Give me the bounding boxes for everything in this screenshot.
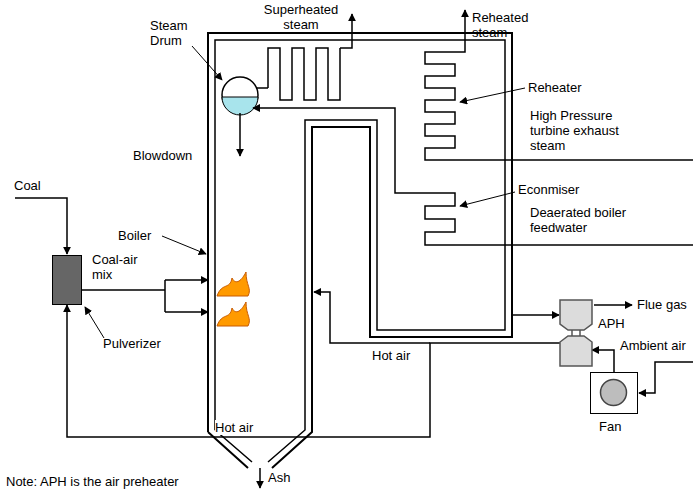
part-label: Econmiser bbox=[518, 182, 598, 197]
superheated-steam-outlet bbox=[340, 14, 352, 48]
part-label: Steam Drum bbox=[150, 18, 205, 48]
flame bbox=[217, 302, 249, 326]
coal-feed bbox=[15, 198, 67, 254]
node-label: APH bbox=[598, 316, 625, 331]
pulverizer-box: Pulverizer bbox=[52, 255, 82, 305]
flame bbox=[217, 272, 249, 296]
flue-gas-duct bbox=[512, 314, 559, 316]
air-duct bbox=[67, 305, 560, 437]
part-label: Coal bbox=[14, 178, 54, 193]
flue-gas-outlet bbox=[594, 304, 632, 306]
economiser-riser bbox=[253, 108, 425, 193]
aph-neck bbox=[572, 330, 580, 336]
part-label: Coal-air mix bbox=[92, 252, 154, 282]
fan-rotor bbox=[601, 380, 627, 406]
part-label: Reheater bbox=[528, 80, 598, 95]
ash-outlet bbox=[259, 468, 261, 488]
air-duct bbox=[592, 350, 614, 372]
heat-exchanger-coils bbox=[268, 48, 455, 245]
fan-shape bbox=[591, 373, 636, 412]
part-label: Boiler bbox=[118, 228, 162, 243]
hp-exhaust-pipe bbox=[455, 159, 693, 161]
part-label: Ambient air bbox=[620, 338, 694, 353]
part-label: Hot air bbox=[372, 348, 427, 363]
boiler-inner-wall bbox=[215, 40, 505, 462]
coal-air-pipe bbox=[82, 280, 165, 312]
economiser-coil bbox=[425, 193, 455, 245]
superheater-coil bbox=[268, 48, 340, 100]
leader-line bbox=[460, 192, 515, 206]
drum-water bbox=[222, 97, 258, 115]
ambient-air-duct bbox=[639, 362, 693, 393]
air-preheater: APH bbox=[558, 298, 594, 368]
leader-line bbox=[460, 88, 525, 102]
part-label: High Pressure turbine exhaust steam bbox=[530, 108, 648, 153]
fan-box: Fan bbox=[590, 372, 638, 414]
hot-air-duct bbox=[314, 292, 430, 343]
reheater-coil bbox=[425, 52, 455, 160]
coal-air-pipe bbox=[165, 279, 208, 281]
node-label: Pulverizer bbox=[103, 336, 161, 351]
part-label: Blowdown bbox=[133, 148, 203, 163]
drum-steam-pipe bbox=[256, 87, 268, 89]
part-label: Deaerated boiler feedwater bbox=[530, 205, 642, 235]
part-label: Flue gas bbox=[637, 297, 694, 312]
leader-line bbox=[192, 46, 222, 80]
node-label: Fan bbox=[599, 419, 621, 434]
part-label: Superheated steam bbox=[258, 2, 344, 32]
aph-shape bbox=[558, 298, 594, 368]
blowdown-pipe bbox=[239, 113, 241, 156]
coal-air-pipe bbox=[165, 311, 208, 313]
part-label: Reheated steam bbox=[472, 10, 544, 40]
boiler-outer-wall bbox=[208, 33, 512, 468]
part-label: Note: APH is the air preheater bbox=[6, 474, 306, 489]
aph-upper bbox=[560, 300, 592, 330]
leader-line bbox=[85, 307, 104, 338]
leader-line bbox=[162, 236, 206, 254]
aph-lower bbox=[560, 336, 592, 366]
part-label: Ash bbox=[268, 470, 298, 485]
edge-label: Hot air bbox=[215, 420, 253, 435]
feedwater-pipe bbox=[455, 244, 693, 246]
reheated-steam-outlet bbox=[455, 10, 465, 52]
